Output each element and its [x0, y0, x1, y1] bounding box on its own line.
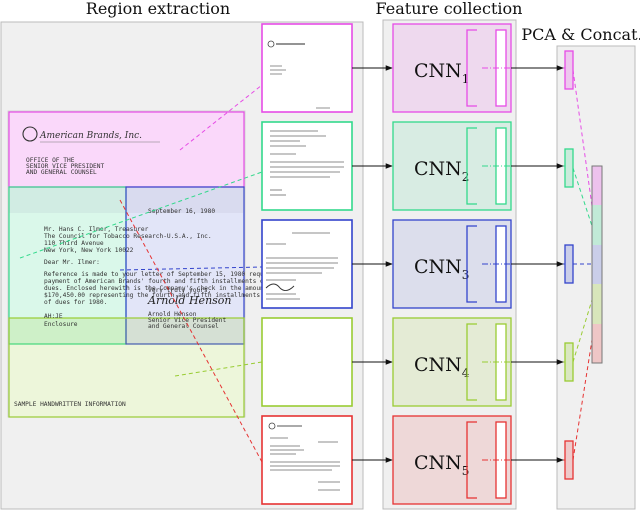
region-crop-2: [261, 121, 353, 211]
crop-3-frame: [261, 219, 353, 309]
concat-connector-2: [572, 167, 593, 227]
region-crops: [261, 23, 353, 505]
concatenated-vector: [591, 165, 603, 364]
cnn-block-4: CNN4: [392, 317, 512, 407]
letter-date: September 16, 1980: [148, 208, 215, 215]
pca-concat-panel: [556, 45, 636, 510]
body-line-4: $170,450.00 representing the fourth and …: [44, 292, 260, 299]
reduced-vector-3: [564, 244, 574, 284]
pca-arrows: [511, 65, 564, 463]
crop-1-frame: [261, 23, 353, 113]
cnn-4-label: CNN4: [414, 354, 470, 380]
cnn-1-box: [392, 23, 512, 113]
concat-connectors: [572, 69, 593, 461]
cnn-3-label: CNN3: [414, 256, 469, 282]
region-4-overlay: [8, 317, 245, 418]
body-line-5: of dues for 1980.: [44, 299, 107, 306]
concat-vector-frame: [591, 165, 603, 364]
signer-line-1: Arnold Henson: [148, 311, 197, 318]
initials: AH:JE: [44, 313, 63, 320]
cnn-2-bracket: [466, 127, 477, 205]
reduced-vector-1: [564, 50, 574, 90]
concat-segment-4: [592, 284, 602, 324]
crop-5-frame: [261, 415, 353, 505]
cnn-1-bracket: [466, 29, 477, 107]
concat-segment-2: [592, 205, 602, 245]
concat-connector-4: [572, 299, 593, 363]
region-connectors: [19, 84, 263, 463]
letterhead-seal-icon: [22, 126, 38, 142]
crop-2-text-lines: [270, 130, 344, 196]
body-line-2: payment of American Brands' fourth and f…: [44, 278, 286, 285]
footer-text: SAMPLE HANDWRITTEN INFORMATION: [14, 401, 126, 408]
cnn-3-bracket: [466, 225, 477, 303]
reduced-vector-2: [564, 148, 574, 188]
region-crop-3: [261, 219, 353, 309]
address-line-3: 110 Third Avenue: [44, 240, 104, 247]
reduced-vector-4: [564, 342, 574, 382]
body-line-1: Reference is made to your letter of Sept…: [44, 271, 286, 278]
concat-segment-3: [592, 245, 602, 284]
salutation: Dear Mr. Ilmer:: [44, 259, 100, 266]
crop-4-frame: [261, 317, 353, 407]
cnn-1-label: CNN1: [414, 60, 469, 86]
cnn-5-label: CNN5: [414, 452, 469, 478]
concat-connector-1: [572, 69, 593, 207]
crop-5-seal-icon: [268, 422, 276, 430]
cnn-4-box: [392, 317, 512, 407]
region-extraction-title: Region extraction: [86, 0, 230, 18]
cnn-2-label: CNN2: [414, 158, 469, 184]
cnn-4-bracket: [466, 323, 477, 401]
cnn-5-box: [392, 415, 512, 505]
connector-region-5: [119, 199, 263, 463]
connector-region-2: [19, 171, 263, 259]
cnn-5-bracket: [466, 421, 477, 499]
header-line-1: OFFICE OF THE: [26, 157, 75, 164]
region-overlap-band: [9, 187, 244, 213]
source-document: American Brands, Inc. OFFICE OF THE SENI…: [7, 110, 286, 418]
concat-segment-1: [592, 166, 602, 205]
region-crop-1: [261, 23, 353, 113]
region-crop-5: [261, 415, 353, 505]
header-line-3: AND GENERAL COUNSEL: [26, 169, 97, 176]
enclosure: Enclosure: [44, 321, 78, 328]
address-line-2: The Council for Tobacco Research-U.S.A.,…: [44, 233, 212, 240]
signature: Arnold Henson: [147, 294, 232, 307]
address-line-1: Mr. Hans C. Ilmer, Treasurer: [44, 226, 149, 233]
cnn-2-box: [392, 121, 512, 211]
concat-connector-5: [572, 339, 593, 461]
crop-arrows: [352, 65, 393, 463]
concat-segment-5: [592, 324, 602, 363]
crop-5-text-lines: [270, 437, 340, 491]
header-line-2: SENIOR VICE PRESIDENT: [26, 163, 105, 170]
crop-2-frame: [261, 121, 353, 211]
crop-3-text-lines: [266, 232, 338, 300]
region-1-overlay: [8, 111, 245, 188]
region-crop-4: [261, 317, 353, 407]
connector-region-1: [179, 84, 263, 151]
connector-region-4: [174, 361, 263, 377]
feature-collection-title: Feature collection: [376, 0, 523, 18]
crop-1-seal-icon: [267, 40, 275, 48]
closing: Very truly yours,: [148, 287, 211, 294]
address-line-4: New York, New York 10022: [44, 247, 134, 254]
signer-line-3: and General Counsel: [148, 323, 219, 330]
connector-region-3: [119, 266, 263, 271]
cnn-3-box: [392, 219, 512, 309]
letterhead: American Brands, Inc.: [39, 131, 142, 141]
body-line-3: dues. Enclosed herewith is the Company's…: [44, 285, 279, 292]
reduced-vector-5: [564, 440, 574, 480]
pca-concat-title: PCA & Concat.: [521, 25, 640, 44]
signer-line-2: Senior Vice President: [148, 317, 227, 324]
crop-3-signature: [265, 283, 295, 291]
